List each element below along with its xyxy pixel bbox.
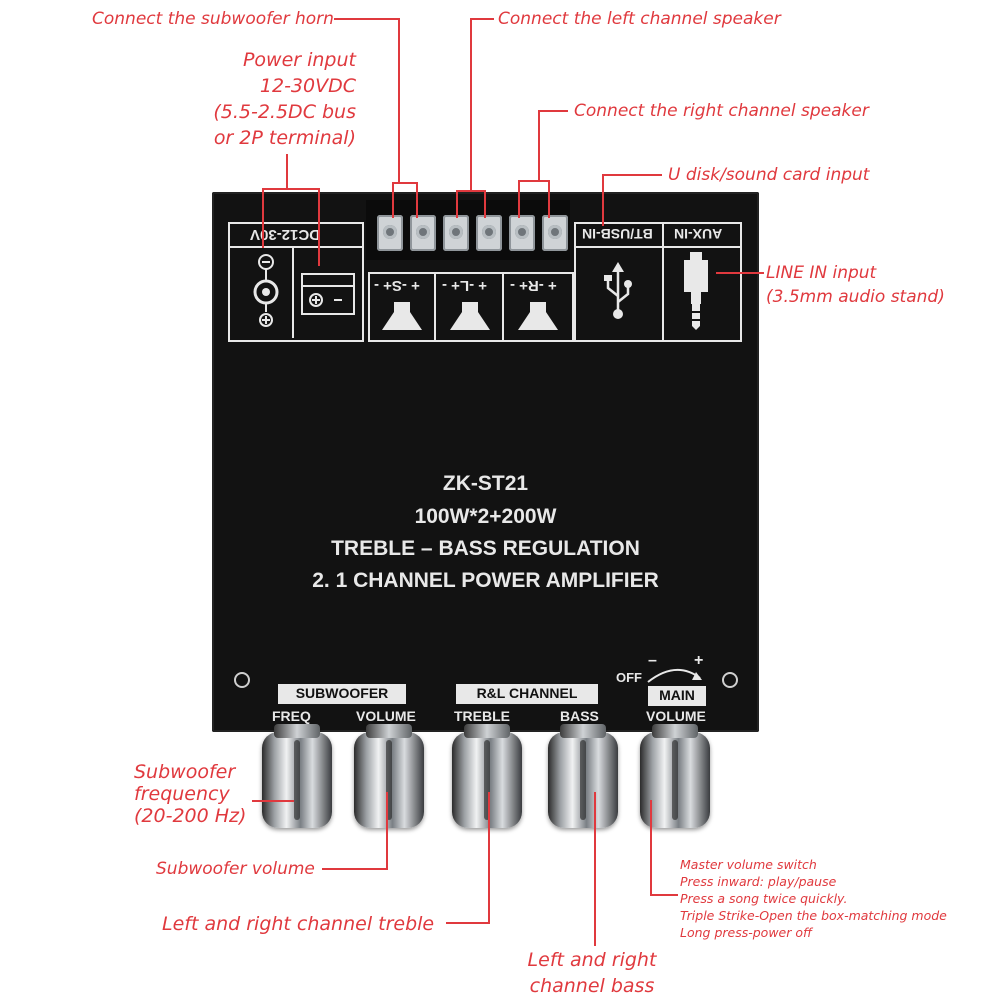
bass-label: BASS	[560, 708, 599, 724]
terminal-l-minus[interactable]	[476, 215, 502, 251]
rl-header-label: R&L CHANNEL	[476, 685, 578, 701]
volume-arc-icon	[647, 669, 702, 683]
sub-volume-label: VOLUME	[356, 708, 416, 724]
main-header-label: MAIN	[659, 687, 695, 703]
channel-label: 2. 1 CHANNEL POWER AMPLIFIER	[312, 569, 659, 592]
usb-icon	[604, 262, 632, 319]
terminal-l-plus[interactable]	[443, 215, 469, 251]
dc-jack-icon	[253, 254, 279, 327]
aux-jack-icon	[684, 252, 708, 330]
callout-master-4: Triple Strike-Open the box-matching mode	[680, 908, 947, 923]
speaker-box	[368, 272, 574, 342]
dc-terminal-icon	[301, 273, 355, 315]
input-divider	[574, 246, 740, 248]
terminal-s-plus[interactable]	[377, 215, 403, 251]
screw-right	[722, 672, 738, 688]
main-volume-label: VOLUME	[646, 708, 706, 724]
treble-label: TREBLE	[454, 708, 510, 724]
callout-power-3: (5.5-2.5DC bus	[213, 101, 356, 123]
callout-master-5: Long press-power off	[680, 925, 813, 940]
l-label: + -L+ -	[442, 277, 488, 294]
subwoofer-volume-knob[interactable]	[354, 724, 424, 828]
rl-header	[456, 684, 598, 704]
regulation-label: TREBLE – BASS REGULATION	[331, 537, 640, 560]
callout-udisk: U disk/sound card input	[668, 165, 870, 185]
callout-sub-volume: Subwoofer volume	[156, 859, 315, 879]
r-label: + -R+ -	[510, 277, 557, 294]
bt-usb-label: BT/USB-IN	[582, 226, 653, 242]
callout-power-4: or 2P terminal)	[213, 127, 356, 149]
callout-master-3: Press a song twice quickly.	[680, 891, 848, 906]
speaker-r-icon	[518, 302, 558, 330]
terminal-s-minus[interactable]	[410, 215, 436, 251]
input-divider-v	[662, 222, 664, 340]
callout-power-1: Power input	[242, 49, 356, 71]
aux-label: AUX-IN	[674, 226, 723, 242]
bass-knob[interactable]	[548, 724, 618, 828]
treble-knob[interactable]	[452, 724, 522, 828]
callout-sub-freq-1: Subwoofer	[134, 761, 236, 783]
callout-bass-1: Left and right	[527, 949, 657, 971]
plus-label: +	[694, 652, 704, 669]
callout-linein-2: (3.5mm audio stand)	[766, 287, 945, 307]
speaker-s-icon	[382, 302, 422, 330]
power-label: 100W*2+200W	[414, 505, 557, 528]
model-label: ZK-ST21	[442, 472, 529, 495]
callout-left-speaker: Connect the left channel speaker	[498, 9, 781, 29]
speaker-l-icon	[450, 302, 490, 330]
callout-sub-freq-2: frequency	[134, 783, 230, 805]
dc-box	[228, 222, 364, 342]
subwoofer-header-label: SUBWOOFER	[295, 685, 389, 701]
s-label: + -S+ -	[374, 277, 420, 294]
callout-bass-2: channel bass	[529, 975, 655, 997]
screw-left	[234, 672, 250, 688]
callout-sub-freq-3: (20-200 Hz)	[134, 805, 247, 827]
input-box	[574, 222, 742, 342]
terminal-r-minus[interactable]	[542, 215, 568, 251]
subwoofer-header	[278, 684, 406, 704]
callout-right-speaker: Connect the right channel speaker	[574, 101, 869, 121]
main-header	[648, 686, 706, 706]
callout-power-2: 12-30VDC	[259, 75, 356, 97]
callout-master-2: Press inward: play/pause	[680, 874, 837, 889]
callout-subwoofer-horn: Connect the subwoofer horn	[92, 9, 334, 29]
subwoofer-freq-knob[interactable]	[262, 724, 332, 828]
callout-master-1: Master volume switch	[680, 857, 817, 872]
amplifier-board	[212, 192, 759, 732]
off-label: OFF	[616, 670, 642, 685]
dc-label: DC12-30V	[250, 226, 321, 243]
dc-divider	[228, 246, 362, 248]
callout-treble: Left and right channel treble	[162, 913, 435, 935]
terminal-r-plus[interactable]	[509, 215, 535, 251]
freq-label: FREQ	[272, 708, 311, 724]
speaker-div-2	[502, 272, 504, 340]
minus-label: –	[648, 652, 657, 669]
callout-linein-1: LINE IN input	[766, 263, 877, 283]
speaker-div-1	[434, 272, 436, 340]
dc-divider-v	[292, 246, 294, 338]
